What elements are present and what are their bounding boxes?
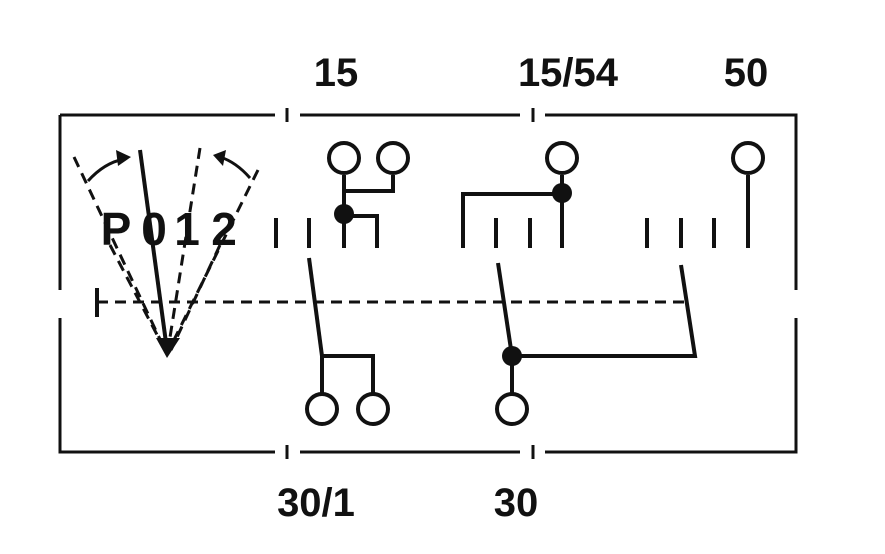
position-label-2: 2 bbox=[211, 203, 237, 255]
terminal-15-54-wiring bbox=[461, 141, 579, 248]
terminal-30-1-wiring bbox=[305, 257, 390, 426]
terminal-50-ring bbox=[731, 141, 765, 175]
terminal-30-1-ring-a bbox=[305, 392, 339, 426]
pivot-arrowhead bbox=[156, 338, 180, 358]
terminal-30-wiring bbox=[495, 262, 698, 426]
terminal-15-54-ring bbox=[545, 141, 579, 175]
terminal-15-ring-a bbox=[327, 141, 361, 175]
terminal-label-30: 30 bbox=[494, 481, 539, 525]
key-position-labels: P 0 1 2 bbox=[101, 203, 237, 255]
terminal-30-ring bbox=[495, 392, 529, 426]
junction-dot bbox=[502, 346, 522, 366]
terminal-15-ring-b bbox=[376, 141, 410, 175]
terminal-50-wiring bbox=[731, 141, 765, 248]
housing-frame bbox=[58, 108, 798, 459]
terminal-label-30-1: 30/1 bbox=[277, 481, 355, 525]
terminal-15-wiring bbox=[327, 141, 410, 248]
key-lever bbox=[72, 147, 260, 358]
terminal-label-15: 15 bbox=[314, 51, 359, 95]
junction-dot bbox=[334, 204, 354, 224]
terminal-label-50: 50 bbox=[724, 51, 769, 95]
junction-dot bbox=[552, 183, 572, 203]
actuator-bar bbox=[95, 288, 690, 317]
terminal-30-1-ring-b bbox=[356, 392, 390, 426]
rotation-arrows bbox=[86, 150, 252, 182]
terminal-label-15-54: 15/54 bbox=[518, 51, 619, 95]
